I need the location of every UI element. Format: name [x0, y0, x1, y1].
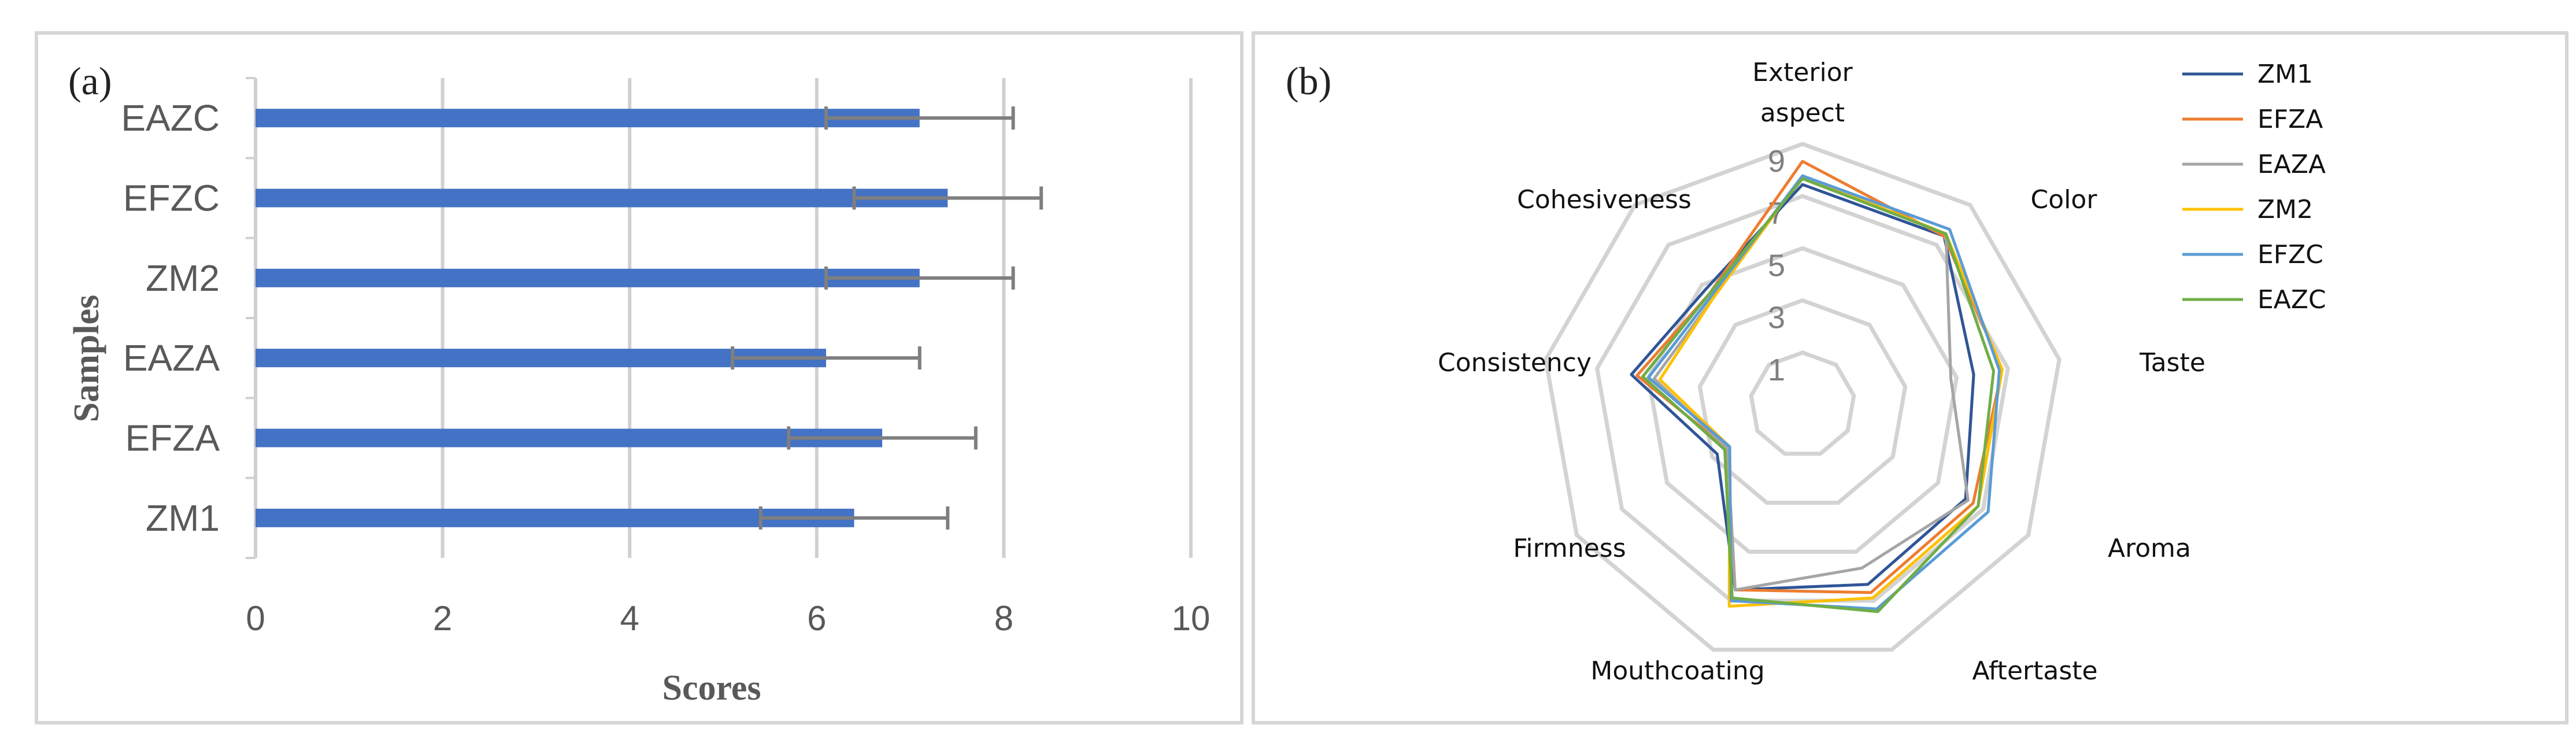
radar-axis-label: Mouthcoating	[1590, 656, 1764, 686]
radar-axis-label-line: Aroma	[2108, 534, 2191, 563]
radar-tick-label: 3	[1768, 301, 1785, 335]
legend-label: EFZC	[2257, 240, 2323, 269]
category-label: EAZC	[121, 97, 220, 139]
bar	[256, 109, 920, 128]
radar-axis-label-line: Aftertaste	[1972, 656, 2097, 686]
radar-axis-label: Taste	[2139, 348, 2205, 378]
radar-series-line	[1652, 174, 1970, 591]
radar-axis-label: Firmness	[1513, 534, 1626, 563]
radar-axis-label: Cohesiveness	[1517, 185, 1692, 215]
x-tick-label: 6	[807, 599, 826, 638]
radar-axis-label: Aroma	[2108, 534, 2191, 563]
radar-axis-label-line: Color	[2031, 185, 2098, 215]
legend-label: ZM1	[2257, 60, 2313, 89]
radar-axis-label-line: Mouthcoating	[1590, 656, 1764, 686]
radar-axis-label-line: Firmness	[1513, 534, 1626, 563]
radar-series-line	[1641, 177, 1996, 613]
radar-axis-label: Aftertaste	[1972, 656, 2097, 686]
radar-axis-label-line: Cohesiveness	[1517, 185, 1692, 215]
bar	[256, 268, 920, 287]
panel-a-frame	[35, 31, 1243, 724]
bar	[256, 508, 854, 527]
radar-axis-label: Color	[2031, 185, 2098, 215]
x-tick-label: 4	[620, 599, 639, 638]
radar-ring	[1544, 142, 2061, 652]
panel-b-frame	[1252, 31, 2568, 724]
radar-ring	[1749, 350, 1856, 456]
panel-a-label: (a)	[68, 59, 112, 103]
category-label: EAZA	[123, 337, 220, 379]
category-label: ZM2	[146, 257, 220, 299]
radar-tick-label: 1	[1768, 353, 1785, 387]
x-tick-label: 10	[1172, 599, 1211, 638]
y-axis-title: Samples	[67, 295, 106, 422]
radar-axis-label-line: aspect	[1760, 98, 1845, 128]
x-axis-title: Scores	[662, 668, 761, 708]
x-tick-label: 8	[994, 599, 1013, 638]
bar	[256, 188, 948, 208]
legend-label: EFZA	[2257, 105, 2323, 134]
radar-ring	[1697, 298, 1908, 505]
radar-series-line	[1630, 183, 1975, 591]
category-label: EFZC	[123, 177, 220, 219]
radar-axis-label: Consistency	[1438, 348, 1592, 378]
radar-tick-label: 9	[1768, 144, 1785, 179]
category-label: ZM1	[146, 497, 220, 539]
x-tick-label: 0	[246, 599, 265, 638]
radar-axis-label: Exterior aspect	[1752, 58, 1853, 128]
legend-label: EAZC	[2257, 285, 2326, 315]
legend-label: ZM2	[2257, 195, 2313, 224]
category-label: EFZA	[125, 417, 220, 459]
radar-axis-label-line: Consistency	[1438, 348, 1592, 378]
radar-axis-label-line: Exterior	[1752, 58, 1853, 87]
x-tick-label: 2	[433, 599, 452, 638]
radar-tick-label: 5	[1768, 248, 1785, 283]
legend-label: EAZA	[2257, 150, 2326, 179]
bar	[256, 428, 883, 448]
radar-axis-label-line: Taste	[2139, 348, 2205, 378]
panel-b-label: (b)	[1286, 59, 1331, 103]
